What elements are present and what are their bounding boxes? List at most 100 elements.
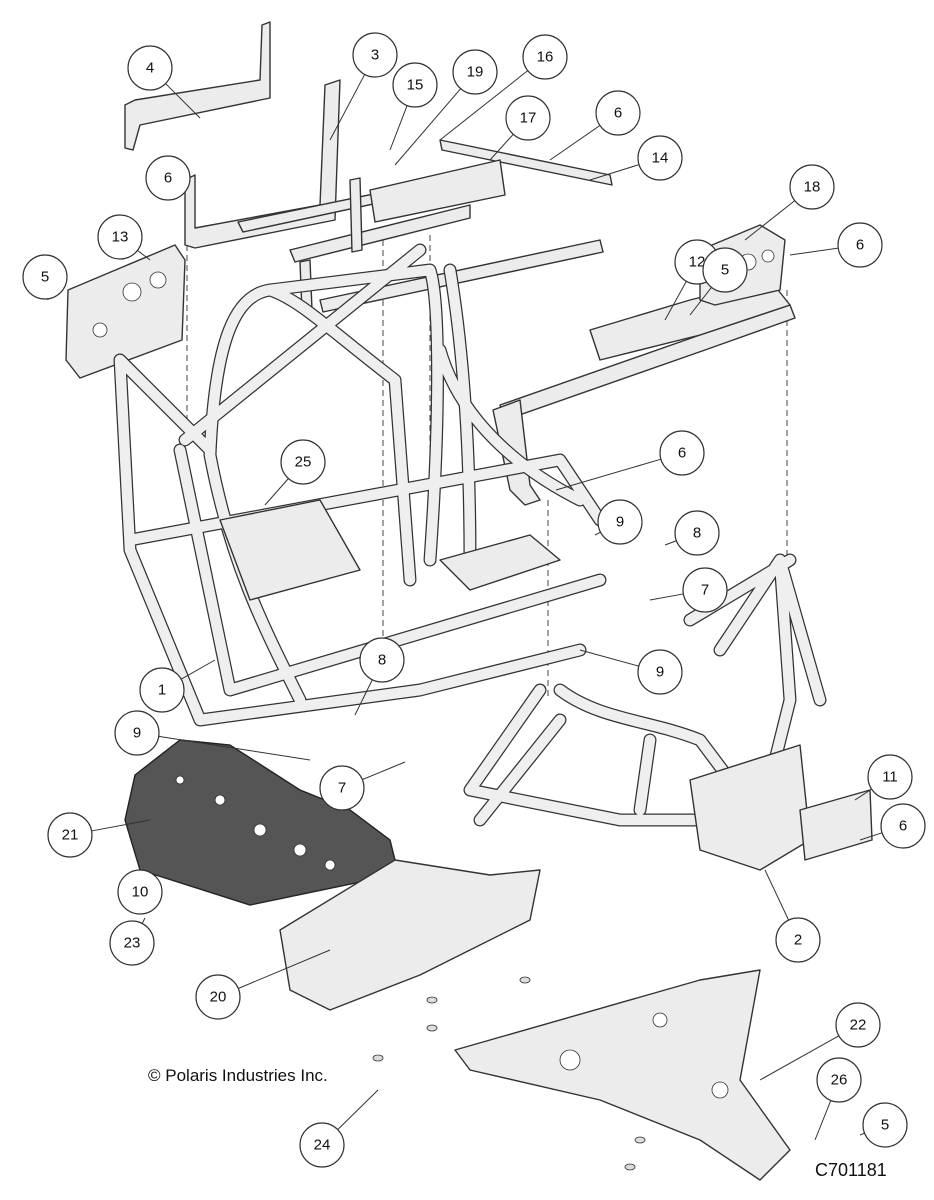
leader-line [744, 200, 796, 241]
callout-circle [835, 1002, 881, 1048]
callout-circle [837, 222, 883, 268]
callout-label: 26 [831, 1072, 848, 1089]
callout-circle [637, 135, 683, 181]
callout-circle [674, 510, 720, 556]
callout-circle [319, 765, 365, 811]
leader-line [329, 74, 366, 141]
skid-plate-middle [279, 859, 541, 1011]
callout-circle [114, 710, 160, 756]
callout-circle [862, 1102, 908, 1148]
leader-line [759, 1035, 840, 1081]
callout-circle [880, 803, 926, 849]
callout-circle [299, 1122, 345, 1168]
leader-line [549, 125, 601, 161]
callout-label: 10 [132, 884, 149, 901]
callout-6: 6 [837, 222, 883, 268]
leader-line [579, 649, 639, 667]
callout-label: 13 [112, 229, 129, 246]
leader-line [354, 679, 373, 716]
callout-label: 18 [804, 179, 821, 196]
callout-label: 8 [378, 652, 386, 669]
callout-label: 17 [520, 110, 537, 127]
callout-circle [352, 32, 398, 78]
drawing-number: C701181 [815, 1160, 887, 1180]
callout-label: 24 [314, 1137, 331, 1154]
callout-label: 7 [338, 780, 346, 797]
callout-circle [637, 649, 683, 695]
callout-label: 16 [537, 49, 554, 66]
callout-circle [139, 667, 185, 713]
callout-24: 24 [299, 1122, 345, 1168]
callout-1: 1 [139, 667, 185, 713]
callout-15: 15 [392, 62, 438, 108]
callout-label: 5 [721, 262, 729, 279]
callout-circle [816, 1057, 862, 1103]
callout-label: 25 [295, 454, 312, 471]
callout-6: 6 [659, 430, 705, 476]
callout-label: 23 [124, 935, 141, 952]
leader-line [165, 83, 201, 119]
callout-20: 20 [195, 974, 241, 1020]
callout-circle [97, 214, 143, 260]
leader-line [664, 281, 687, 321]
callout-label: 19 [467, 64, 484, 81]
callout-label: 3 [371, 47, 379, 64]
callout-3: 3 [352, 32, 398, 78]
callout-circle [109, 920, 155, 966]
leader-line [394, 88, 462, 166]
leader-line [264, 478, 289, 506]
callout-label: 14 [652, 150, 669, 167]
callout-circle [775, 917, 821, 963]
callout-label: 12 [689, 254, 706, 271]
callout-label: 15 [407, 77, 424, 94]
callout-circle [392, 62, 438, 108]
leader-line [141, 917, 146, 924]
callout-circle [789, 164, 835, 210]
callout-13: 13 [97, 214, 143, 260]
callout-26: 26 [816, 1057, 862, 1103]
callout-circle [522, 34, 568, 80]
callout-label: 8 [693, 525, 701, 542]
callout-circle [595, 90, 641, 136]
callout-label: 21 [62, 827, 79, 844]
callout-circle [359, 637, 405, 683]
callout-25: 25 [280, 439, 326, 485]
callout-5: 5 [22, 254, 68, 300]
callout-label: 1 [158, 682, 166, 699]
leader-line [589, 164, 640, 181]
callout-7: 7 [682, 567, 728, 613]
callout-6: 6 [145, 155, 191, 201]
callout-circle [117, 869, 163, 915]
callout-23: 23 [109, 920, 155, 966]
leader-line [180, 659, 216, 680]
copyright-notice: © Polaris Industries Inc. [148, 1066, 328, 1085]
callout-circle [505, 95, 551, 141]
callout-circle [702, 247, 748, 293]
leader-line [362, 761, 406, 781]
leader-line [158, 735, 311, 761]
leader-line [764, 869, 790, 921]
rear-frame [463, 553, 873, 871]
callout-11: 11 [867, 754, 913, 800]
leader-line [137, 249, 151, 261]
leader-line [789, 247, 839, 256]
leader-line [389, 105, 408, 151]
skid-plate-front [124, 739, 396, 906]
callout-circle [127, 45, 173, 91]
callout-22: 22 [835, 1002, 881, 1048]
callout-label: 4 [146, 60, 154, 77]
callout-label: 7 [701, 582, 709, 599]
leader-line [337, 1089, 379, 1130]
leader-line [555, 458, 662, 491]
callout-circle [47, 812, 93, 858]
main-frame [113, 243, 607, 727]
leader-line [814, 1100, 832, 1141]
leader-line [664, 540, 677, 546]
callout-label: 5 [41, 269, 49, 286]
callout-17: 17 [505, 95, 551, 141]
leader-line [649, 593, 684, 601]
callout-circle [682, 567, 728, 613]
callout-label: 20 [210, 989, 227, 1006]
callout-8: 8 [359, 637, 405, 683]
